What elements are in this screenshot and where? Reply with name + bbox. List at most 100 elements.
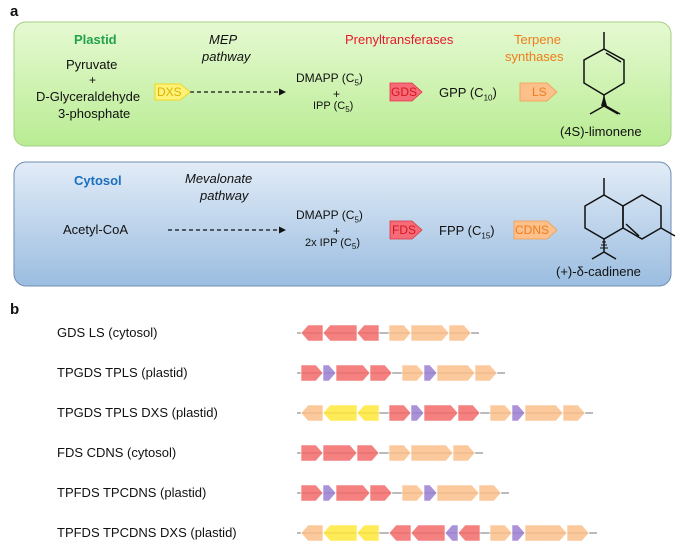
dxs-enzyme-arrow bbox=[154, 83, 191, 101]
part-gt-arrow bbox=[474, 364, 498, 382]
part-gds-arrow bbox=[423, 404, 459, 422]
limonene-label: (4S)-limonene bbox=[560, 124, 642, 139]
part-fds-arrow bbox=[410, 524, 446, 542]
part-np-arrow bbox=[388, 324, 412, 342]
mep-pathway-label-2: pathway bbox=[202, 49, 251, 64]
terpene-synthases-header-1: Terpene bbox=[514, 32, 561, 47]
substrate-glyceraldehyde: D-Glyceraldehyde bbox=[36, 89, 141, 104]
part-ot-arrow bbox=[388, 524, 412, 542]
plastid-plus: + bbox=[333, 87, 341, 101]
cytosol-dmapp: DMAPP (C5) bbox=[296, 208, 363, 225]
cdns-label: CDNS bbox=[515, 223, 550, 237]
construct-diagrams bbox=[297, 324, 597, 542]
construct-name: GDS LS (cytosol) bbox=[57, 325, 158, 340]
gpp-label: GPP (C10) bbox=[439, 85, 497, 103]
construct-name: TPGDS TPLS (plastid) bbox=[57, 365, 188, 380]
construct-name: TPFDS TPCDNS DXS (plastid) bbox=[57, 525, 237, 540]
part-tp-arrow bbox=[322, 484, 337, 502]
part-gp-arrow bbox=[356, 524, 380, 542]
fds-label: FDS bbox=[392, 223, 416, 237]
part-op-arrow bbox=[388, 404, 412, 422]
part-dxs-arrow bbox=[322, 524, 358, 542]
fpp-label: FPP (C15) bbox=[439, 223, 495, 241]
panel-b-label: b bbox=[10, 301, 20, 318]
cytosol-panel bbox=[13, 161, 672, 287]
part-cdns-arrow bbox=[436, 484, 480, 502]
part-ot-arrow bbox=[356, 444, 380, 462]
part-ls-arrow bbox=[436, 364, 476, 382]
cytosol-plus: + bbox=[333, 224, 341, 238]
part-np-arrow bbox=[388, 444, 412, 462]
gds-label: GDS bbox=[391, 85, 418, 99]
limonene-wedge bbox=[601, 95, 607, 106]
construct-name: TPFDS TPCDNS (plastid) bbox=[57, 485, 207, 500]
cadinene-structure bbox=[584, 178, 676, 260]
mep-pathway-label-1: MEP bbox=[209, 32, 238, 47]
prenyltransferases-header: Prenyltransferases bbox=[345, 32, 454, 47]
part-ot-arrow bbox=[300, 324, 324, 342]
construct-name: TPGDS TPLS DXS (plastid) bbox=[57, 405, 218, 420]
part-fds-arrow bbox=[335, 484, 371, 502]
dxs-label: DXS bbox=[157, 85, 182, 99]
part-fds-arrow bbox=[322, 444, 358, 462]
part-tp-arrow bbox=[410, 404, 425, 422]
fds-enzyme-arrow bbox=[389, 220, 423, 240]
part-op-arrow bbox=[457, 524, 481, 542]
part-np-arrow bbox=[489, 404, 513, 422]
part-op-arrow bbox=[300, 484, 324, 502]
part-ls-arrow bbox=[524, 404, 564, 422]
terpene-synthases-header-2: synthases bbox=[505, 49, 564, 64]
part-np-arrow bbox=[401, 484, 425, 502]
part-tp-arrow bbox=[322, 364, 337, 382]
part-tp-arrow bbox=[423, 364, 438, 382]
part-tp-arrow bbox=[511, 404, 526, 422]
cytosol-title: Cytosol bbox=[74, 173, 122, 188]
part-gt-arrow bbox=[562, 404, 586, 422]
mevalonate-arrow-head bbox=[279, 226, 286, 234]
part-gds-arrow bbox=[335, 364, 371, 382]
part-gt-arrow bbox=[448, 324, 472, 342]
plastid-dmapp: DMAPP (C5) bbox=[296, 71, 363, 88]
part-ot-arrow bbox=[369, 364, 393, 382]
part-gt-arrow bbox=[566, 524, 590, 542]
part-gt-arrow bbox=[452, 444, 476, 462]
plastid-ipp: IPP (C5) bbox=[313, 100, 354, 115]
part-gt-arrow bbox=[478, 484, 502, 502]
part-np-arrow bbox=[401, 364, 425, 382]
panel-a-label: a bbox=[10, 3, 19, 20]
substrate-plus: + bbox=[89, 73, 97, 87]
cadinene-label: (+)-δ-cadinene bbox=[556, 264, 641, 279]
part-ot-arrow bbox=[369, 484, 393, 502]
ls-label: LS bbox=[532, 85, 547, 99]
plastid-panel bbox=[13, 21, 672, 147]
substrate-pyruvate: Pyruvate bbox=[66, 57, 118, 72]
part-cdns-arrow bbox=[410, 444, 454, 462]
plastid-title: Plastid bbox=[74, 32, 117, 47]
part-op-arrow bbox=[356, 324, 380, 342]
mep-arrow-head bbox=[279, 88, 286, 96]
part-ot-arrow bbox=[457, 404, 481, 422]
part-np-arrow bbox=[489, 524, 513, 542]
part-tp-arrow bbox=[511, 524, 526, 542]
part-gt-arrow bbox=[300, 524, 324, 542]
part-tp-arrow bbox=[423, 484, 438, 502]
part-gds-arrow bbox=[322, 324, 358, 342]
part-op-arrow bbox=[300, 364, 324, 382]
part-gt-arrow bbox=[300, 404, 324, 422]
ls-enzyme-arrow bbox=[519, 82, 558, 102]
substrate-acetyl-coa: Acetyl-CoA bbox=[63, 222, 129, 237]
part-cdns-arrow bbox=[524, 524, 568, 542]
construct-name: FDS CDNS (cytosol) bbox=[57, 445, 177, 460]
part-dxs-arrow bbox=[322, 404, 358, 422]
mevalonate-pathway-label-1: Mevalonate bbox=[185, 171, 253, 186]
cdns-enzyme-arrow bbox=[513, 220, 558, 240]
cytosol-ipp: 2x IPP (C5) bbox=[305, 237, 360, 252]
part-gp-arrow bbox=[356, 404, 380, 422]
gds-enzyme-arrow bbox=[389, 82, 423, 102]
part-op-arrow bbox=[300, 444, 324, 462]
part-ls-arrow bbox=[410, 324, 450, 342]
part-tp-arrow bbox=[444, 524, 459, 542]
cadinene-hash-bond bbox=[600, 241, 608, 249]
substrate-3-phosphate: 3-phosphate bbox=[58, 106, 131, 121]
